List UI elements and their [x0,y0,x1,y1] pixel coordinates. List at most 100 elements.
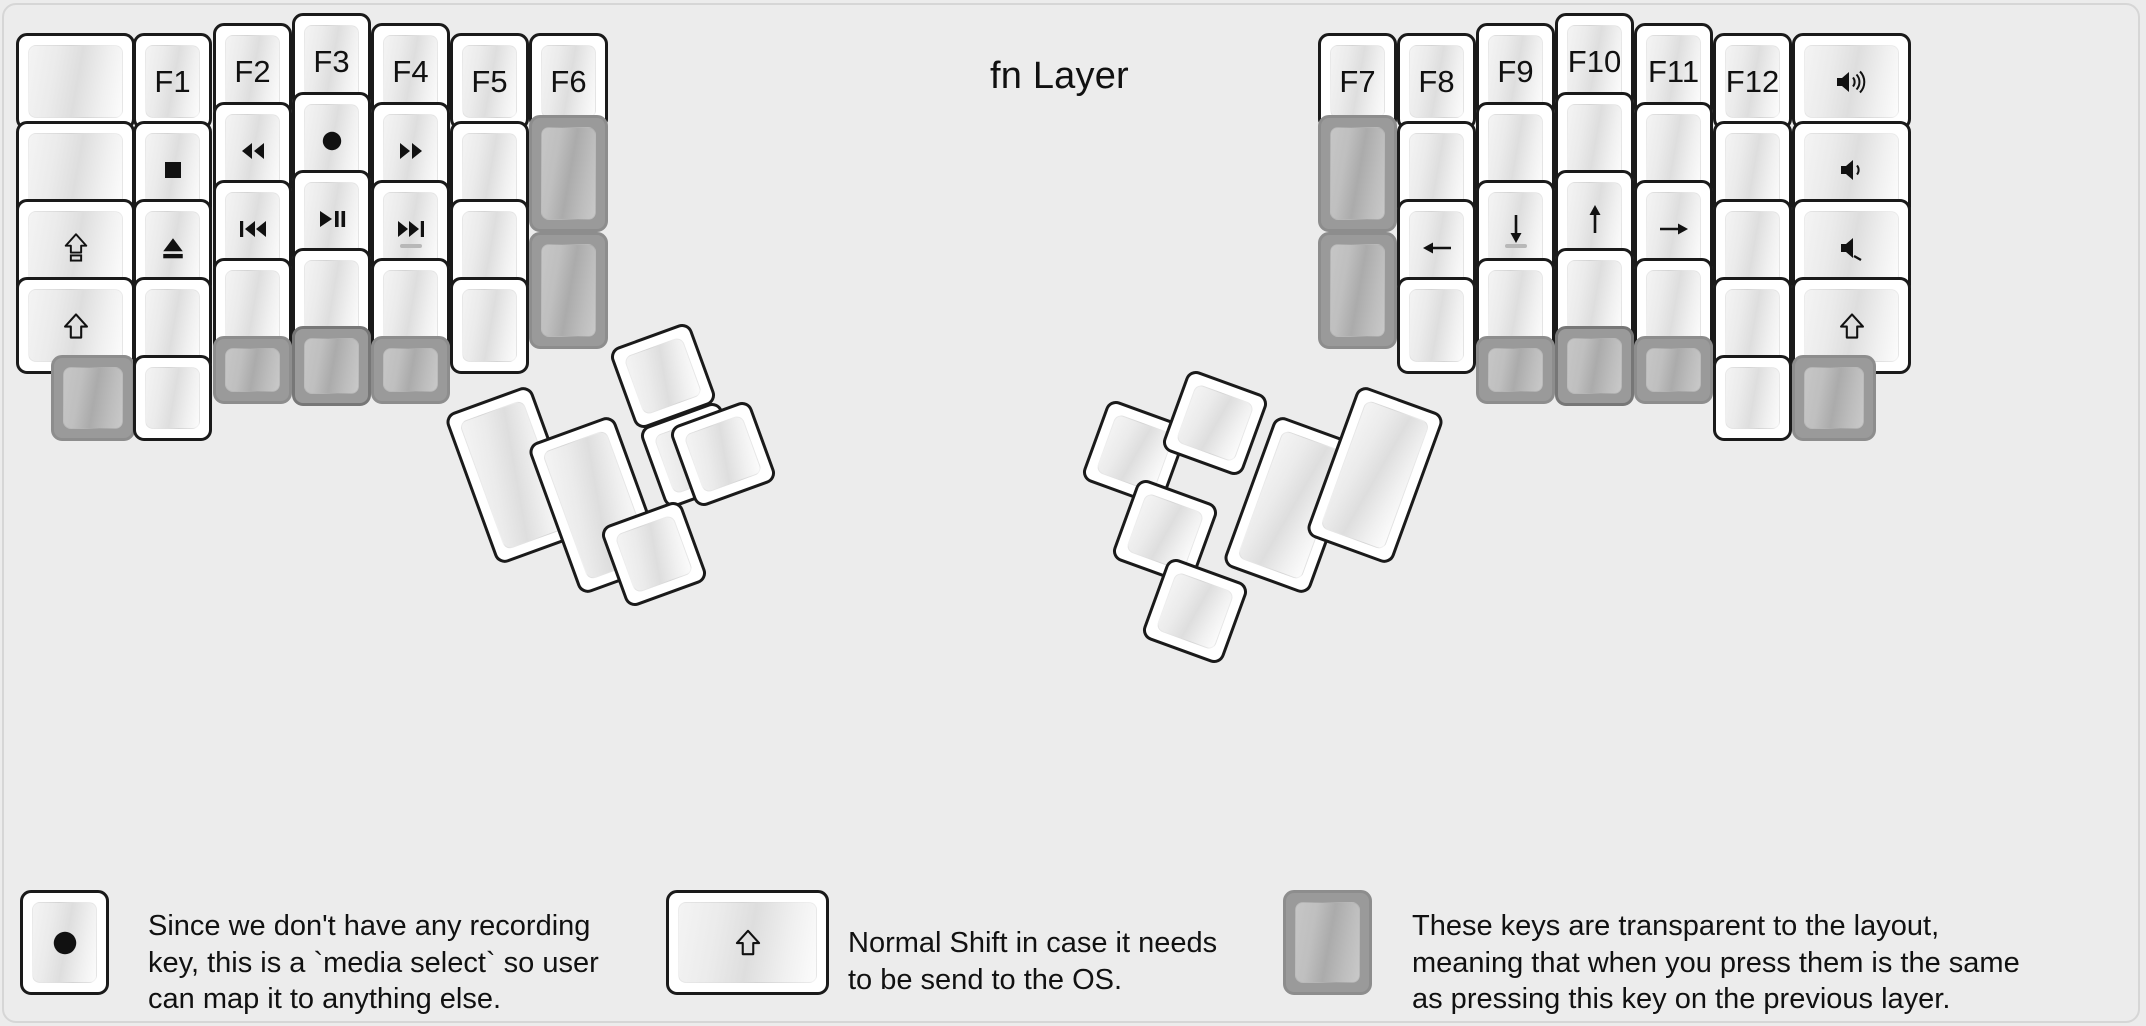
right-key-f8[interactable]: F8 [1397,33,1476,130]
left-key-outer-r0[interactable] [16,33,135,130]
key-label: F4 [392,54,429,89]
right-key-ii-r3[interactable] [1397,277,1476,374]
left-key-inner-tall-1-transparent[interactable] [529,115,608,232]
keycap-top [1646,348,1701,392]
left-key-m-r4-transparent[interactable] [292,326,371,406]
keycap-top: F6 [541,45,596,118]
media-rewind-icon [238,140,268,162]
keycap-top [1409,211,1464,284]
volume-mute-icon [1837,234,1867,262]
keycap-top [1804,133,1899,206]
keycap-top: F7 [1330,45,1385,118]
left-key-ii-r3[interactable] [450,277,529,374]
media-play-pause-icon [316,208,348,230]
left-key-r-r4-transparent[interactable] [213,336,292,404]
keycap-top [614,514,694,594]
right-key-inner-tall-2-transparent[interactable] [1318,232,1397,349]
volume-down-icon [1837,156,1867,184]
keycap-top [1409,133,1464,206]
keycap-top [225,348,280,392]
keycap-top [28,211,123,284]
key-label: F7 [1339,64,1376,99]
keycap-top [1646,114,1701,187]
keycap-top: F8 [1409,45,1464,118]
left-key-shift[interactable] [16,277,135,374]
right-key-volume-up[interactable] [1792,33,1911,130]
page-title: fn Layer [990,55,1129,97]
keycap-top [1155,571,1235,651]
keycap-top [1488,192,1543,265]
left-key-i-r4-transparent[interactable] [371,336,450,404]
left-key-inner-tall-2-transparent[interactable] [529,232,608,349]
keycap-top [1804,289,1899,362]
keycap-top [462,211,517,284]
key-label: F8 [1418,64,1455,99]
keycap-top: F1 [145,45,200,118]
keycap-top [678,902,817,983]
keycap-top [1175,383,1255,463]
keycap-top [1646,192,1701,265]
keycap-top [28,133,123,206]
key-label: F5 [471,64,508,99]
right-key-inner-tall-1-transparent[interactable] [1318,115,1397,232]
keycap-top [1567,338,1622,394]
legend-text-3: These keys are transparent to the layout… [1412,910,2020,1016]
keycap-top [1567,260,1622,333]
keycap-top [683,414,763,494]
right-key-f7[interactable]: F7 [1318,33,1397,130]
keycap-top: F2 [225,35,280,108]
right-key-p-r4[interactable] [1713,355,1792,441]
left-key-f5[interactable]: F5 [450,33,529,130]
media-next-track-icon [395,218,427,240]
shift-icon [734,927,762,958]
keycap-top [225,192,280,265]
keycap-top [1095,413,1175,493]
keycap-top [145,289,200,362]
keycap-top [63,367,123,429]
keycap-top [145,367,200,429]
caps-lock-icon [62,232,90,264]
media-record-icon [319,128,345,154]
legend-text-2: Normal Shift in case it needs to be send… [848,927,1218,996]
keycap-top [32,902,97,983]
keycap-top [1125,492,1205,572]
homing-bump [399,244,422,248]
shift-icon [62,311,90,341]
homing-bump [1504,244,1527,248]
key-label: F9 [1497,54,1534,89]
keycap-top [1330,244,1385,337]
keycap-top [1295,902,1360,983]
left-key-f1[interactable]: F1 [133,33,212,130]
key-label: F1 [154,64,191,99]
media-previous-track-icon [237,218,269,240]
keycap-top [1330,127,1385,220]
keycap-top [1725,211,1780,284]
keycap-top [1646,270,1701,343]
keycap-top [462,133,517,206]
left-key-outer-r4-transparent[interactable] [51,355,135,441]
keycap-top [304,260,359,333]
right-key-r-r4-transparent[interactable] [1634,336,1713,404]
right-key-m-r4-transparent[interactable] [1555,326,1634,406]
legend-key-transparent [1283,890,1372,995]
media-fast-forward-icon [396,140,426,162]
arrow-left-icon [1420,236,1454,260]
keycap-top [541,127,596,220]
right-key-f12[interactable]: F12 [1713,33,1792,130]
key-label: F6 [550,64,587,99]
legend-text-1: Since we don't have any recording key, t… [148,910,599,1016]
right-key-outer-r4-transparent[interactable] [1792,355,1876,441]
right-key-i-r4-transparent[interactable] [1476,336,1555,404]
key-label: F3 [313,44,350,79]
keycap-top [145,211,200,284]
key-label: F11 [1647,54,1700,89]
keycap-top [383,348,438,392]
keycap-top [1488,114,1543,187]
keycap-top [1804,45,1899,118]
arrow-down-icon [1504,212,1528,246]
shift-icon [1838,311,1866,341]
keycap-top [1567,104,1622,177]
keycap-top [383,270,438,343]
keycap-top [1725,367,1780,429]
left-key-p-r4[interactable] [133,355,212,441]
